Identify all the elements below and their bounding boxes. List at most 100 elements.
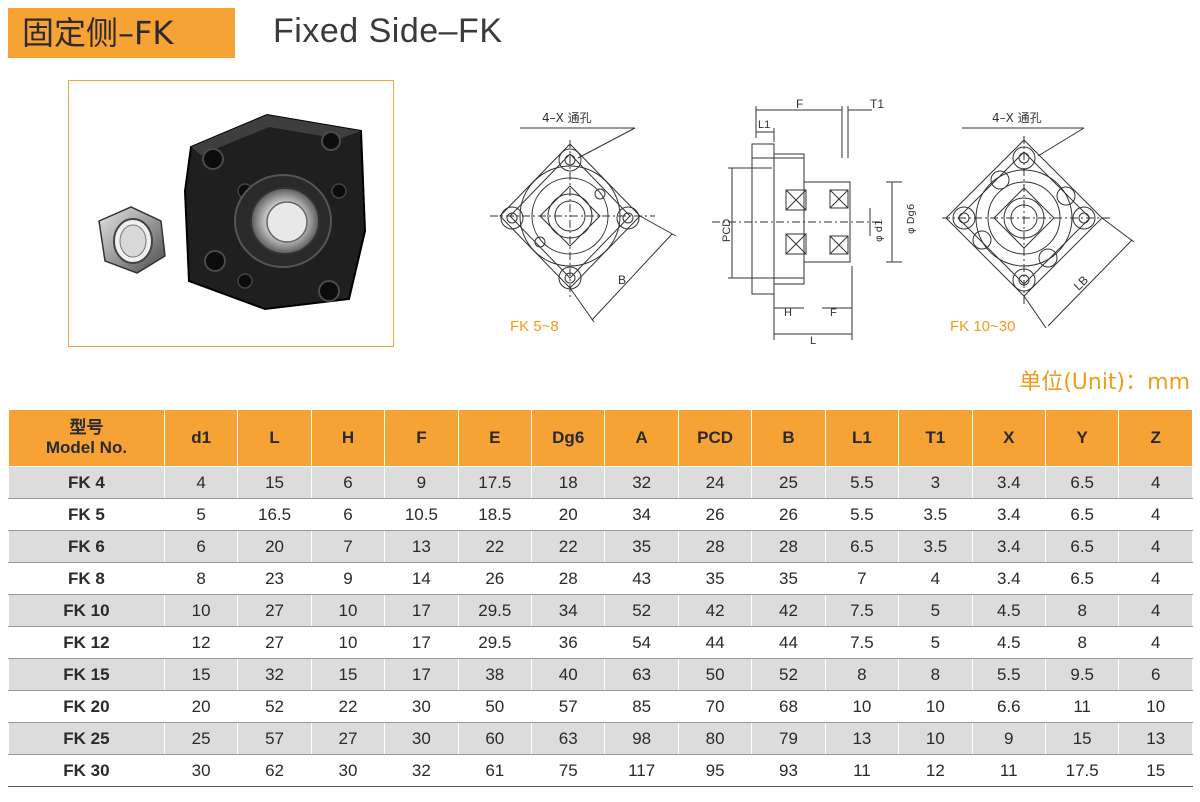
spec-cell: 29.5 xyxy=(457,594,533,627)
column-header: d1 xyxy=(163,409,239,467)
spec-cell: 27 xyxy=(237,626,312,659)
dimension-d1-label: φ d1 xyxy=(874,220,885,243)
spec-cell: 98 xyxy=(604,722,679,755)
model-column-header: 型号 Model No. xyxy=(8,409,165,467)
hole-callout-label-left: 4–X 通孔 xyxy=(542,111,592,125)
spec-cell: 25 xyxy=(163,722,239,755)
spec-cell: 57 xyxy=(531,690,606,723)
column-header: B xyxy=(751,409,826,467)
dimension-t1-label: T1 xyxy=(870,98,884,111)
spec-cell: 3 xyxy=(898,466,973,499)
spec-cell: 9 xyxy=(971,722,1046,755)
spec-cell: 95 xyxy=(677,754,753,787)
spec-cell: 30 xyxy=(384,690,459,723)
spec-cell: 28 xyxy=(751,530,826,563)
spec-cell: 10.5 xyxy=(384,498,459,531)
spec-cell: 6.5 xyxy=(1044,466,1120,499)
spec-cell: 18.5 xyxy=(457,498,533,531)
dimension-h-label: H xyxy=(784,307,792,319)
model-cell: FK 4 xyxy=(8,466,165,499)
spec-cell: 70 xyxy=(677,690,753,723)
spec-cell: 27 xyxy=(237,594,312,627)
spec-cell: 35 xyxy=(751,562,826,595)
spec-cell: 11 xyxy=(971,754,1046,787)
column-header: F xyxy=(384,409,459,467)
spec-cell: 15 xyxy=(310,658,386,691)
spec-cell: 3.4 xyxy=(971,466,1046,499)
caption-fk5-8: FK 5~8 xyxy=(510,318,559,335)
table-header-row: 型号 Model No. d1 L H F E Dg6 A PCD B L1 T… xyxy=(8,409,1193,467)
spec-cell: 52 xyxy=(604,594,679,627)
spec-cell: 17 xyxy=(384,626,459,659)
spec-cell: 11 xyxy=(824,754,900,787)
column-header: X xyxy=(971,409,1046,467)
spec-cell: 4.5 xyxy=(971,626,1046,659)
spec-cell: 28 xyxy=(531,562,606,595)
spec-cell: 60 xyxy=(457,722,533,755)
model-cell: FK 20 xyxy=(8,690,165,723)
spec-cell: 34 xyxy=(531,594,606,627)
spec-cell: 12 xyxy=(163,626,239,659)
spec-cell: 32 xyxy=(384,754,459,787)
spec-cell: 43 xyxy=(604,562,679,595)
spec-cell: 4.5 xyxy=(971,594,1046,627)
model-cell: FK 5 xyxy=(8,498,165,531)
spec-cell: 14 xyxy=(384,562,459,595)
spec-cell: 4 xyxy=(1118,626,1193,659)
spec-cell: 5.5 xyxy=(824,466,900,499)
spec-cell: 26 xyxy=(677,498,753,531)
spec-cell: 6.5 xyxy=(1044,562,1120,595)
spec-cell: 3.4 xyxy=(971,562,1046,595)
lock-nut-shape xyxy=(98,206,166,274)
spec-cell: 61 xyxy=(457,754,533,787)
spec-cell: 79 xyxy=(751,722,826,755)
spec-cell: 17 xyxy=(384,658,459,691)
spec-cell: 13 xyxy=(824,722,900,755)
spec-cell: 6.5 xyxy=(824,530,900,563)
spec-cell: 8 xyxy=(1044,594,1120,627)
page-title-en: Fixed Side–FK xyxy=(273,12,503,50)
spec-cell: 6.5 xyxy=(1044,498,1120,531)
spec-cell: 30 xyxy=(310,754,386,787)
model-cell: FK 10 xyxy=(8,594,165,627)
spec-table: 型号 Model No. d1 L H F E Dg6 A PCD B L1 T… xyxy=(8,409,1193,787)
spec-cell: 4 xyxy=(1118,562,1193,595)
spec-cell: 8 xyxy=(824,658,900,691)
front-view-drawing-fk5-8: 4–X 通孔 B xyxy=(490,111,677,323)
side-section-drawing: F T1 L1 PCD φ d1 φ Dg6 H F L xyxy=(712,98,917,347)
model-cell: FK 8 xyxy=(8,562,165,595)
spec-cell: 93 xyxy=(751,754,826,787)
spec-cell: 6.5 xyxy=(1044,530,1120,563)
spec-cell: 68 xyxy=(751,690,826,723)
spec-cell: 35 xyxy=(677,562,753,595)
spec-cell: 4 xyxy=(163,466,239,499)
column-header: PCD xyxy=(677,409,753,467)
spec-cell: 20 xyxy=(531,498,606,531)
spec-cell: 3.4 xyxy=(971,498,1046,531)
spec-cell: 6 xyxy=(310,498,386,531)
column-header: Z xyxy=(1118,409,1193,467)
spec-cell: 30 xyxy=(384,722,459,755)
spec-cell: 10 xyxy=(824,690,900,723)
page-title-cn: 固定侧–FK xyxy=(22,14,174,52)
spec-cell: 17.5 xyxy=(1044,754,1120,787)
spec-cell: 12 xyxy=(898,754,973,787)
column-header: E xyxy=(457,409,533,467)
spec-cell: 26 xyxy=(751,498,826,531)
spec-cell: 13 xyxy=(1118,722,1193,755)
spec-cell: 6.6 xyxy=(971,690,1046,723)
dimension-l1-label: L1 xyxy=(758,119,770,131)
spec-cell: 10 xyxy=(310,626,386,659)
spec-cell: 8 xyxy=(163,562,239,595)
column-header: L1 xyxy=(824,409,900,467)
spec-cell: 4 xyxy=(1118,466,1193,499)
spec-cell: 52 xyxy=(237,690,312,723)
dimension-lb-label: LB xyxy=(1071,273,1091,293)
